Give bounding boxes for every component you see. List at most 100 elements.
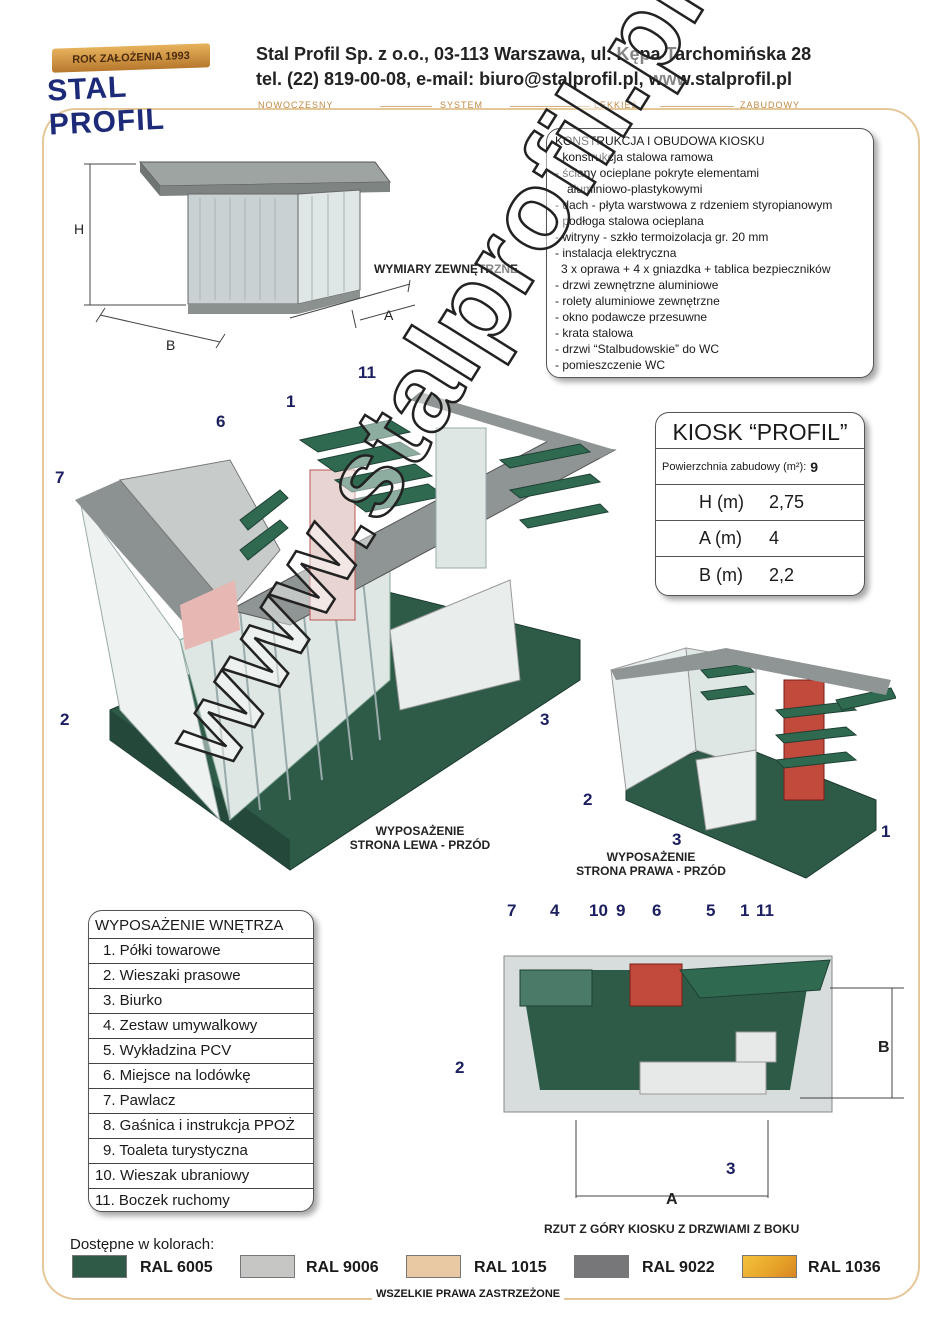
spec-item: - krata stalowa	[555, 326, 634, 340]
callout-number: 7	[507, 901, 517, 920]
color-name: RAL 9022	[642, 1259, 715, 1276]
dim-h-label: H	[74, 221, 84, 237]
kiosk-title: KIOSK “PROFIL”	[656, 413, 864, 449]
interior-left-view-drawing	[75, 392, 617, 871]
color-swatch	[240, 1255, 295, 1278]
company-contact: tel. (22) 819-00-08, e-mail: biuro@stalp…	[256, 69, 792, 89]
footer-rights: WSZELKIE PRAWA ZASTRZEŻONE	[372, 1288, 565, 1300]
equipment-item: 9. Toaleta turystyczna	[89, 1139, 313, 1164]
caption-line: STRONA LEWA - PRZÓD	[349, 838, 491, 852]
callout-number: 11	[358, 363, 376, 382]
color-name: RAL 6005	[140, 1259, 213, 1276]
area-value: 9	[810, 458, 819, 475]
construction-spec-panel: KONSTRUKCJA I OBUDOWA KIOSKU - konstrukc…	[546, 128, 874, 378]
equipment-title: WYPOSAŻENIE WNĘTRZA	[89, 911, 313, 939]
equipment-item: 6. Miejsce na lodówkę	[89, 1064, 313, 1089]
dimension-row: A (m) 4	[656, 521, 864, 557]
caption-line: WYPOSAŻENIE	[606, 850, 696, 864]
color-name: RAL 9006	[306, 1259, 379, 1276]
dimension-label: A (m)	[699, 528, 742, 548]
callout-number: 9	[616, 901, 626, 920]
spec-item: - drzwi “Stalbudowskie” do WC	[555, 342, 720, 356]
plan-dim-b-label: B	[878, 1039, 890, 1056]
exterior-caption: WYMIARY ZEWNĘTRZNE	[374, 262, 518, 276]
callout-number: 10	[589, 901, 608, 920]
company-address: Stal Profil Sp. z o.o., 03-113 Warszawa,…	[256, 44, 812, 64]
color-name: RAL 1015	[474, 1259, 547, 1276]
interior-right-view-drawing	[610, 647, 896, 879]
callout-number: 5	[706, 901, 716, 920]
callout-number: 1	[286, 392, 296, 411]
dimension-value: 4	[769, 528, 780, 548]
tagline-word: ZABUDOWY	[740, 100, 801, 110]
dimension-value: 2,2	[769, 564, 795, 585]
tagline-rule	[380, 106, 432, 107]
tagline-word: NOWOCZESNY	[258, 100, 334, 110]
plan-dim-a-label: A	[666, 1191, 678, 1208]
left-view-caption: WYPOSAŻENIE STRONA LEWA - PRZÓD	[340, 824, 500, 852]
dimension-row: H (m) 2,75	[656, 485, 864, 521]
dimension-label: B (m)	[699, 564, 743, 585]
callout-number: 3	[672, 830, 682, 849]
tagline-word: SYSTEM	[440, 100, 484, 110]
spec-item: - instalacja elektryczna	[555, 246, 677, 260]
dim-b-label: B	[166, 337, 175, 353]
dimension-value: 2,75	[769, 492, 805, 512]
tagline-word: LEKKIEJ	[594, 100, 638, 110]
spec-item: - rolety aluminiowe zewnętrzne	[555, 294, 720, 308]
tagline-rule	[660, 106, 734, 107]
spec-item: - ściany ocieplane pokryte elementami	[555, 166, 760, 180]
callout-number: 3	[726, 1159, 736, 1178]
equipment-item: 3. Biurko	[89, 989, 313, 1014]
color-swatch	[742, 1255, 797, 1278]
colors-label: Dostępne w kolorach:	[70, 1236, 215, 1253]
spec-item: - dach - płyta warstwowa z rdzeniem styr…	[555, 198, 833, 212]
dimension-row: B (m) 2,2	[656, 557, 864, 593]
plan-caption: RZUT Z GÓRY KIOSKU Z DRZWIAMI Z BOKU	[544, 1222, 800, 1236]
right-view-caption: WYPOSAŻENIE STRONA PRAWA - PRZÓD	[568, 850, 734, 878]
logo-name: STAL PROFIL	[46, 70, 166, 142]
equipment-item: 10. Wieszak ubraniowy	[89, 1164, 313, 1189]
equipment-item: 8. Gaśnica i instrukcja PPOŻ	[89, 1114, 313, 1139]
equipment-item: 5. Wykładzina PCV	[89, 1039, 313, 1064]
spec-item: - podłoga stalowa ocieplana	[555, 214, 704, 228]
spec-item: - pomieszczenie WC	[555, 358, 666, 372]
spec-item: - okno podawcze przesuwne	[555, 310, 708, 324]
callout-number: 1	[881, 822, 891, 841]
dim-a-label: A	[384, 307, 394, 323]
callout-number: 1	[740, 901, 750, 920]
dimension-label: H (m)	[699, 492, 744, 512]
exterior-dimensions-drawing: H B A	[74, 161, 416, 353]
top-plan-drawing: A B	[503, 955, 904, 1208]
spec-item: aluminiowo-plastykowymi	[567, 182, 703, 196]
callout-number: 6	[216, 412, 226, 431]
color-swatch	[574, 1255, 629, 1278]
spec-item: - drzwi zewnętrzne aluminiowe	[555, 278, 719, 292]
callout-number: 2	[60, 710, 70, 729]
equipment-item: 7. Pawlacz	[89, 1089, 313, 1114]
callout-number: 11	[756, 901, 774, 920]
caption-line: WYPOSAŻENIE	[375, 824, 465, 838]
kiosk-dimensions-panel: KIOSK “PROFIL” Powierzchnia zabudowy (m²…	[655, 412, 865, 596]
equipment-item: 1. Półki towarowe	[89, 939, 313, 964]
company-logo: ROK ZAŁOŻENIA 1993 STAL PROFIL	[44, 42, 228, 142]
callout-number: 6	[652, 901, 662, 920]
interior-equipment-panel: WYPOSAŻENIE WNĘTRZA 1. Półki towarowe 2.…	[88, 910, 314, 1212]
color-swatch	[406, 1255, 461, 1278]
area-label: Powierzchnia zabudowy (m²):	[662, 460, 807, 473]
callout-number: 7	[55, 468, 65, 487]
tagline-rule	[510, 106, 590, 107]
equipment-item: 11. Boczek ruchomy	[95, 1192, 230, 1209]
callout-number: 2	[583, 790, 593, 809]
area-row: Powierzchnia zabudowy (m²): 9	[656, 449, 864, 485]
callout-number: 2	[455, 1058, 465, 1077]
equipment-item: 4. Zestaw umywalkowy	[89, 1014, 313, 1039]
callout-number: 3	[540, 710, 550, 729]
color-name: RAL 1036	[808, 1259, 881, 1276]
color-swatch	[72, 1255, 127, 1278]
callout-number: 4	[550, 901, 560, 920]
spec-title: KONSTRUKCJA I OBUDOWA KIOSKU	[555, 134, 765, 148]
spec-item: - konstrukcja stalowa ramowa	[555, 150, 714, 164]
spec-item: 3 x oprawa + 4 x gniazdka + tablica bezp…	[561, 262, 831, 276]
spec-item: - witryny - szkło termoizolacja gr. 20 m…	[555, 230, 769, 244]
